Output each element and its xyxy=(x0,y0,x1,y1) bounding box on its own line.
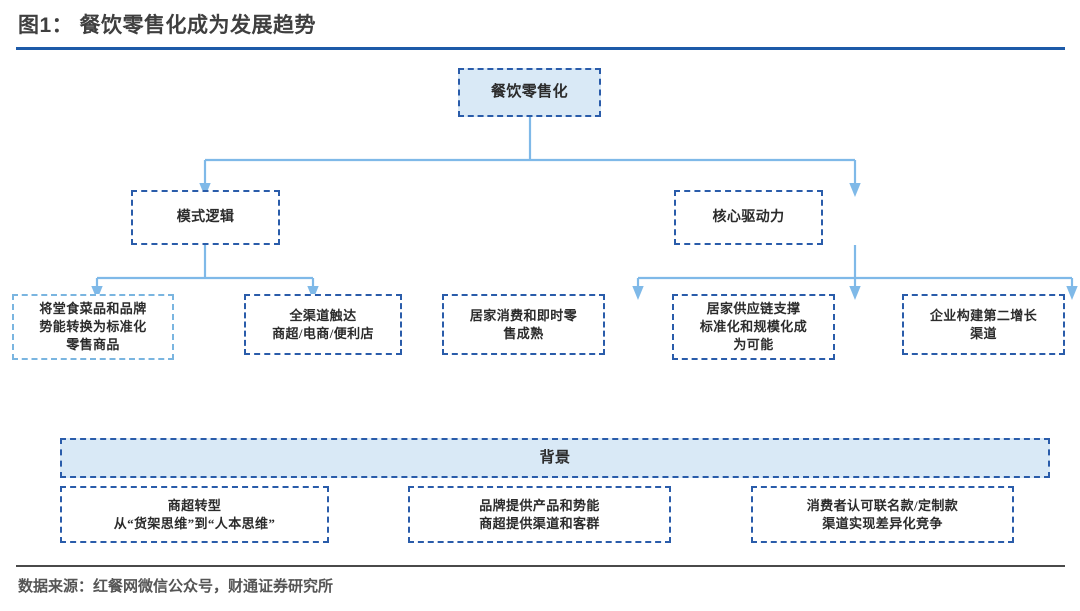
node-leaf-omnichannel-reach[interactable]: 全渠道触达 商超/电商/便利店 xyxy=(244,294,402,355)
node-branch-mode-logic-label: 模式逻辑 xyxy=(176,209,235,225)
node-branch-core-driver[interactable]: 核心驱动力 xyxy=(674,190,823,245)
node-background-item-consumer-recognition-label: 消费者认可联名款/定制款 渠道实现差异化竞争 xyxy=(806,497,959,531)
node-branch-core-driver-label: 核心驱动力 xyxy=(712,209,785,225)
node-background-item-brand-supply-label: 品牌提供产品和势能 商超提供渠道和客群 xyxy=(479,497,600,531)
node-background-item-brand-supply[interactable]: 品牌提供产品和势能 商超提供渠道和客群 xyxy=(408,486,671,543)
node-leaf-standardized-retail-goods-label: 将堂食菜品和品牌 势能转换为标准化 零售商品 xyxy=(39,301,147,352)
node-leaf-second-growth-channel-label: 企业构建第二增长 渠道 xyxy=(929,307,1038,341)
node-background-item-supermarket-transform[interactable]: 商超转型 从“货架思维”到“人本思维” xyxy=(60,486,329,543)
node-branch-mode-logic[interactable]: 模式逻辑 xyxy=(131,190,280,245)
node-leaf-supply-chain[interactable]: 居家供应链支撑 标准化和规模化成 为可能 xyxy=(672,294,835,360)
header-divider xyxy=(16,47,1065,50)
node-background-banner-label: 背景 xyxy=(539,449,571,466)
page-title: 图1： 餐饮零售化成为发展趋势 xyxy=(18,14,317,37)
figure-header: 图1： 餐饮零售化成为发展趋势 xyxy=(0,0,1080,50)
node-background-banner[interactable]: 背景 xyxy=(60,438,1050,478)
node-leaf-home-consumption-label: 居家消费和即时零 售成熟 xyxy=(469,307,578,341)
node-leaf-second-growth-channel[interactable]: 企业构建第二增长 渠道 xyxy=(902,294,1065,355)
source-note: 数据来源：红餐网微信公众号，财通证券研究所 xyxy=(18,578,334,595)
node-background-item-supermarket-transform-label: 商超转型 从“货架思维”到“人本思维” xyxy=(113,497,276,531)
node-leaf-standardized-retail-goods[interactable]: 将堂食菜品和品牌 势能转换为标准化 零售商品 xyxy=(12,294,174,360)
node-background-item-consumer-recognition[interactable]: 消费者认可联名款/定制款 渠道实现差异化竞争 xyxy=(751,486,1014,543)
node-root-label: 餐饮零售化 xyxy=(490,84,568,101)
node-root[interactable]: 餐饮零售化 xyxy=(458,68,601,117)
node-leaf-omnichannel-reach-label: 全渠道触达 商超/电商/便利店 xyxy=(272,307,374,341)
flowchart-diagram: 餐饮零售化 模式逻辑 核心驱动力 将堂食菜品和品牌 势能转换为标准化 零售商品 … xyxy=(0,48,1080,565)
node-leaf-home-consumption[interactable]: 居家消费和即时零 售成熟 xyxy=(442,294,605,355)
footer-divider xyxy=(16,565,1065,567)
node-leaf-supply-chain-label: 居家供应链支撑 标准化和规模化成 为可能 xyxy=(699,301,808,352)
